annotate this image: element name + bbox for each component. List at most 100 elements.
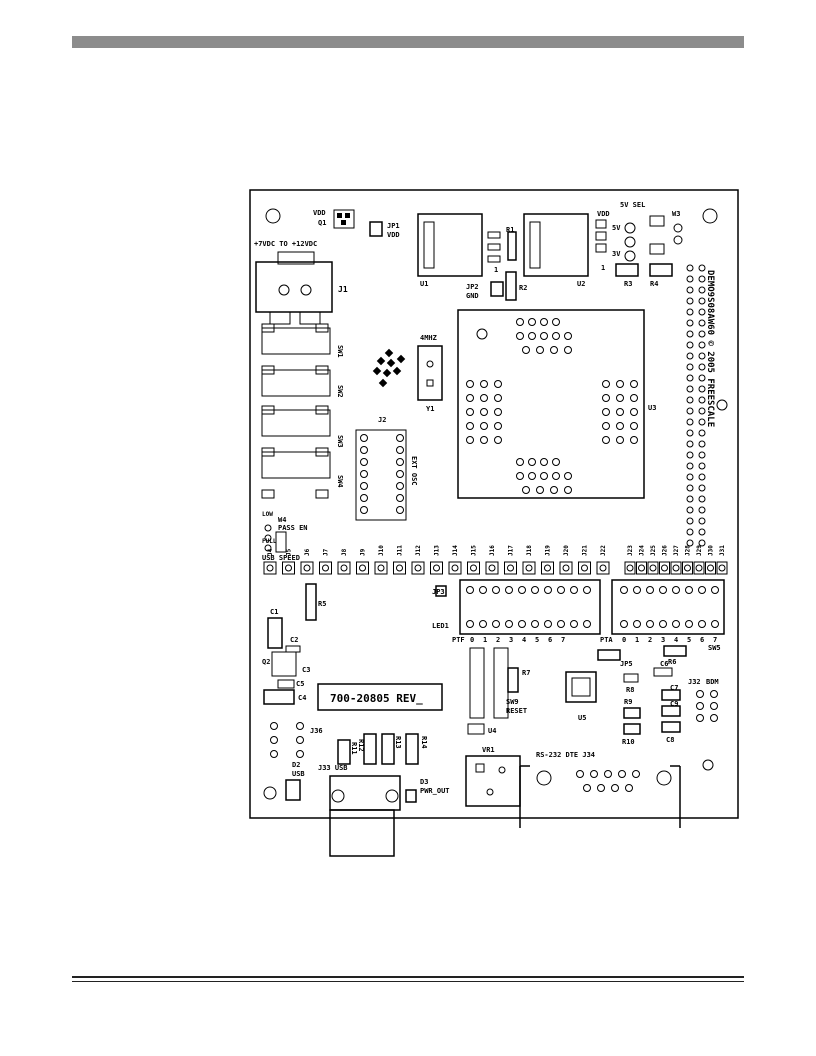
header-label: J24 [639,545,646,556]
header-pin [337,561,351,575]
pad [686,407,694,415]
header-label: J19 [545,545,552,556]
w3-label: W3 [672,210,680,218]
pad [479,586,487,594]
pad [698,462,706,470]
pad [494,422,502,430]
header-pin [448,561,462,575]
r6-label: R6 [668,658,676,666]
pad [494,394,502,402]
pad [270,736,278,744]
pad [466,422,474,430]
pad [544,620,552,628]
header-label: J31 [719,545,726,556]
power-input-label: +7VDC TO +12VDC [254,240,317,248]
y1-label: Y1 [426,405,434,413]
pad [505,620,513,628]
pad [396,482,404,490]
pad [630,436,638,444]
pad [564,332,572,340]
pad [686,341,694,349]
pad [686,440,694,448]
pushbutton [261,409,331,437]
r13-label: R13 [394,736,402,749]
pad [698,297,706,305]
button-pad [315,323,329,333]
pad [618,770,626,778]
mounting-hole [263,786,277,800]
j36-label: J36 [310,727,323,735]
pad [686,506,694,514]
pad [322,564,329,572]
pad [552,318,560,326]
pad [570,620,578,628]
header-pin [578,561,591,575]
sw4-label: SW4 [336,475,344,488]
r1-label: R1 [506,226,514,234]
pad [632,770,640,778]
svg-text:VDD: VDD [597,210,610,218]
header-label: J17 [508,545,515,556]
pad [590,770,598,778]
pad [550,486,558,494]
pad [698,620,706,628]
pad [620,620,628,628]
pad [466,620,474,628]
pad [661,564,668,572]
pad [707,564,714,572]
header-label: J29 [696,545,703,556]
pad [698,330,706,338]
c9-label: C9 [670,700,678,708]
button-pad [261,447,275,457]
pad [414,564,422,572]
pushbutton [261,369,331,397]
header-bar [72,36,744,48]
pad [552,472,560,480]
header-pin [596,561,610,575]
j33-usb-connector [329,775,401,811]
pad [360,434,368,442]
pad [340,564,348,572]
pta-pin-number: 2 [648,636,652,644]
header-label: J18 [526,545,533,556]
pass-en-label: PASS EN [278,524,308,532]
pad [718,564,726,572]
pad [698,586,706,594]
header-label: J14 [452,545,459,556]
c3-label: C3 [302,666,310,674]
sw5-label: SW5 [708,644,721,652]
q2-label: Q2 [262,658,270,666]
pad [686,418,694,426]
header-label: J12 [415,545,422,556]
pad [686,473,694,481]
header-pin [411,561,425,575]
pad [686,286,694,294]
pad [646,620,654,628]
usb-label: USB [292,770,305,778]
header-label: J11 [397,545,404,556]
pad [583,620,591,628]
pad [711,586,719,594]
pad [698,473,706,481]
pad [602,380,610,388]
pad [630,422,638,430]
pad [611,784,619,792]
vdd-label: VDD [313,209,326,217]
pad [466,408,474,416]
pad [686,275,694,283]
pad [466,394,474,402]
button-pad [261,323,275,333]
pad [602,436,610,444]
pad [686,385,694,393]
pad [480,394,488,402]
pad [564,346,572,354]
pad [525,564,533,572]
pad [540,472,548,480]
pad [516,472,524,480]
pad [646,586,654,594]
pad [686,539,694,547]
header-label: J10 [378,545,385,556]
pad [686,451,694,459]
